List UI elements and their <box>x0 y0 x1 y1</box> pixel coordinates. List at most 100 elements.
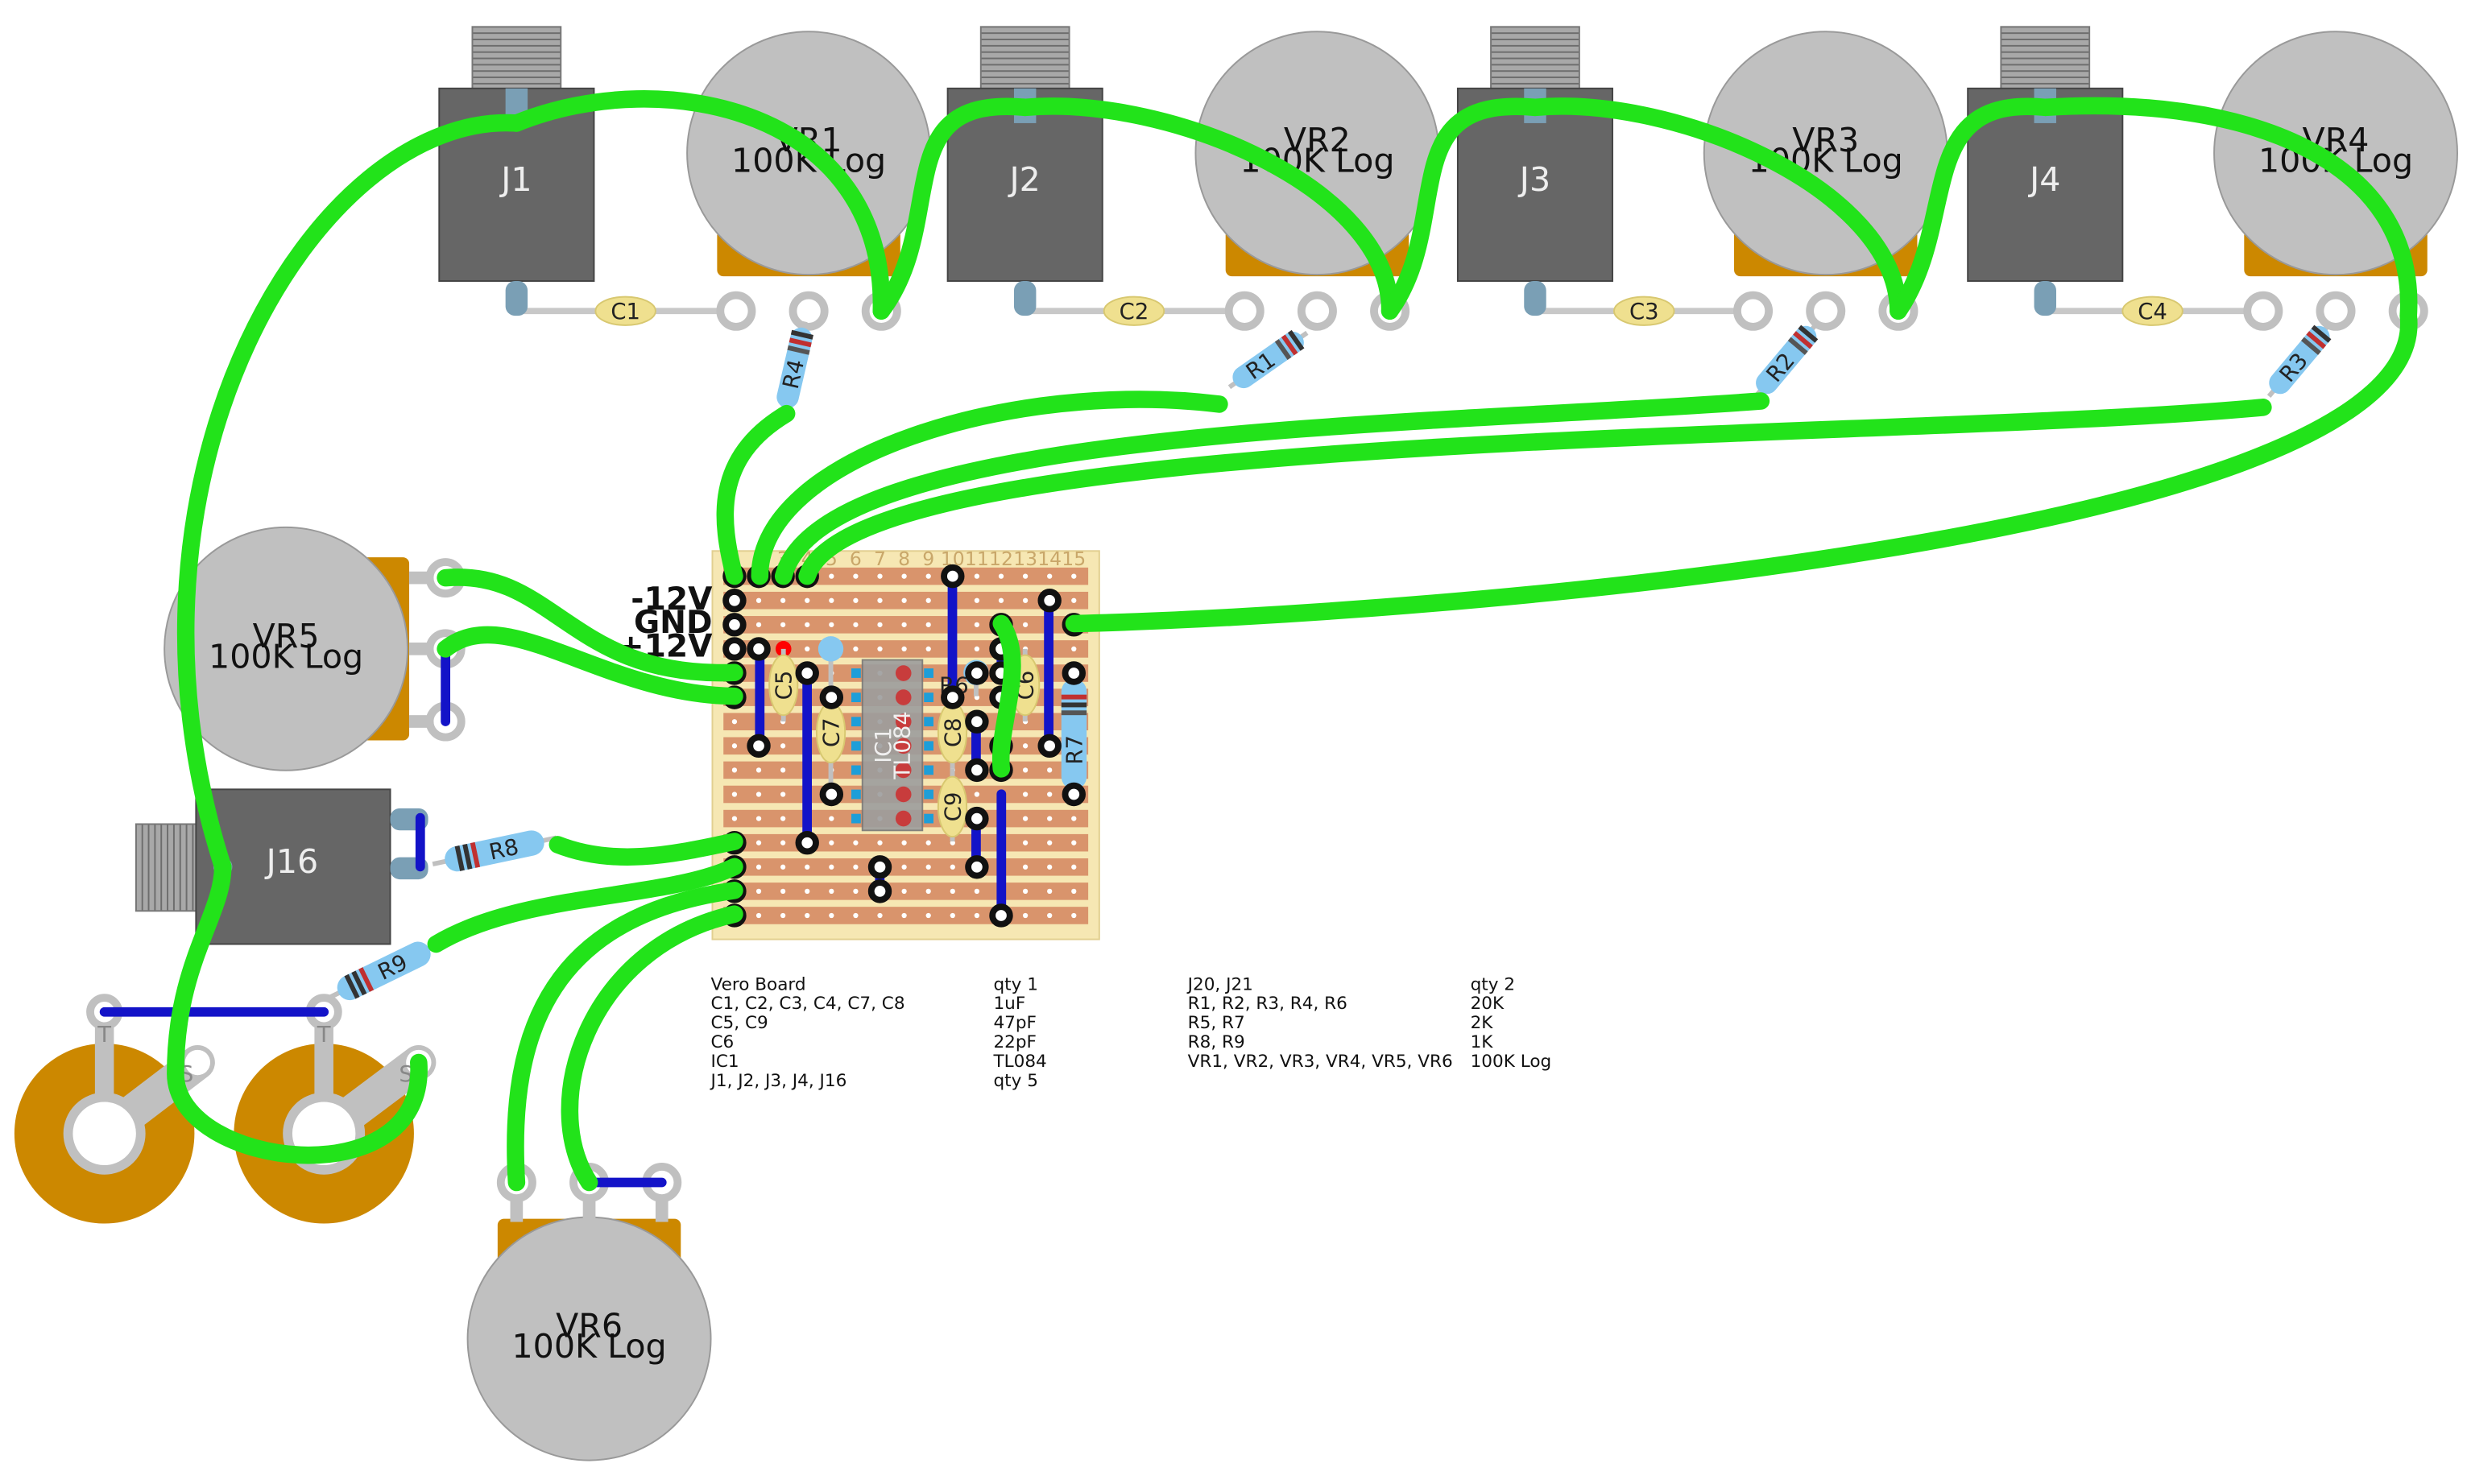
strip-hole <box>805 864 810 870</box>
bom-line: J20, J21 <box>1186 974 1253 994</box>
cap-label: C9 <box>941 792 966 822</box>
strip-hole <box>731 767 738 773</box>
strip-hole <box>780 767 786 773</box>
strip-hole <box>1022 840 1029 845</box>
cap-label: C3 <box>1629 300 1659 324</box>
strip-hole <box>1047 792 1053 797</box>
wire <box>798 399 2272 585</box>
strip-hole <box>925 622 931 627</box>
strip-hole <box>755 792 762 797</box>
bom-line: qty 1 <box>993 974 1037 994</box>
bom-line: C6 <box>711 1032 735 1052</box>
strip-hole <box>853 646 859 652</box>
ic-pin <box>924 765 933 775</box>
tip-lug-label: T <box>97 1023 111 1048</box>
strip-hole <box>829 597 834 603</box>
column-number: 6 <box>850 548 862 570</box>
ic-ref: IC1 <box>871 727 896 763</box>
strip-hole <box>853 864 859 870</box>
solder-point <box>965 661 989 685</box>
strip-hole <box>780 888 786 895</box>
strip-hole <box>731 743 738 749</box>
ic-pin <box>851 789 861 800</box>
strip-hole <box>755 912 762 919</box>
strip-hole <box>780 622 786 627</box>
solder-point <box>1062 782 1086 807</box>
rail-gnd-label: GND <box>634 605 713 641</box>
strip-hole <box>950 840 955 845</box>
strip-hole <box>829 912 834 919</box>
strip-hole <box>925 888 931 895</box>
cap-c4: C4 <box>2121 296 2183 326</box>
ic-part: TL084 <box>891 711 916 779</box>
resistor-r8: R8 <box>432 830 557 872</box>
strip-hole <box>1022 792 1029 797</box>
strip-hole <box>1022 573 1029 579</box>
strip-hole <box>1071 888 1077 895</box>
column-number: 8 <box>898 548 910 570</box>
pot-vr6: VR6 100K Log <box>466 1163 712 1461</box>
jack-label: J3 <box>1517 160 1550 199</box>
wire <box>1065 307 2418 633</box>
strip-hole <box>780 597 786 603</box>
strip-hole <box>829 840 834 845</box>
jack-j2: J2 <box>946 26 1103 316</box>
solder-point <box>867 855 892 879</box>
bom-line: 22pF <box>993 1032 1037 1052</box>
strip-hole <box>1071 912 1077 919</box>
strip-hole <box>901 573 907 579</box>
strip-hole <box>1022 622 1029 627</box>
bom-line: qty 2 <box>1471 974 1515 994</box>
strip-hole <box>1071 840 1077 845</box>
tip-lug-label: T <box>317 1023 331 1048</box>
rail-neg12-label: -12V <box>631 581 713 618</box>
strip-hole <box>829 816 834 821</box>
strip-hole <box>853 622 859 627</box>
strip-hole <box>829 888 834 895</box>
bom-line: C5, C9 <box>711 1013 768 1033</box>
cap-label: C8 <box>941 717 966 747</box>
jack-j4: J4 <box>1967 26 2124 316</box>
solder-point <box>747 734 771 759</box>
bom-line: VR1, VR2, VR3, VR4, VR5, VR6 <box>1188 1052 1453 1072</box>
strip-hole <box>901 622 907 627</box>
strip-hole <box>780 743 786 749</box>
ic-pin <box>851 765 861 775</box>
ic-pin <box>924 692 933 702</box>
resistor-label: R7 <box>1062 735 1087 765</box>
strip-hole <box>1071 597 1077 603</box>
strip-hole <box>1022 888 1029 895</box>
strip-hole <box>974 597 980 603</box>
solder-point <box>1037 734 1062 759</box>
strip-hole <box>950 864 955 870</box>
strip-hole <box>877 646 883 652</box>
strip-hole <box>901 840 907 845</box>
ic-pin <box>851 741 861 751</box>
pot-vr4: VR4 100K Log <box>2213 31 2458 331</box>
sleeve-lug-label: S <box>399 1062 412 1087</box>
bom-line: qty 5 <box>993 1071 1037 1091</box>
ic-pin <box>924 717 933 727</box>
ic-pin <box>851 668 861 678</box>
strip-hole <box>853 597 859 603</box>
wire <box>716 404 796 585</box>
wire <box>774 392 1770 585</box>
jack-label: J4 <box>2027 160 2060 199</box>
wire <box>167 858 428 1164</box>
strip-hole <box>755 767 762 773</box>
wire <box>507 882 743 1192</box>
solder-point <box>965 855 989 879</box>
ic-pin <box>924 668 933 678</box>
bom-line: 1uF <box>993 994 1025 1014</box>
strip-hole <box>1047 840 1053 845</box>
strip-hole <box>1047 912 1053 919</box>
cap-label: C5 <box>772 671 797 701</box>
strip-hole <box>998 597 1004 603</box>
cap-label: C2 <box>1120 300 1149 324</box>
wire <box>427 858 743 953</box>
track-cut <box>895 810 912 827</box>
pot-name: VR3 <box>1792 121 1859 159</box>
wire <box>176 114 526 876</box>
cap-c9: C9 <box>937 768 968 842</box>
